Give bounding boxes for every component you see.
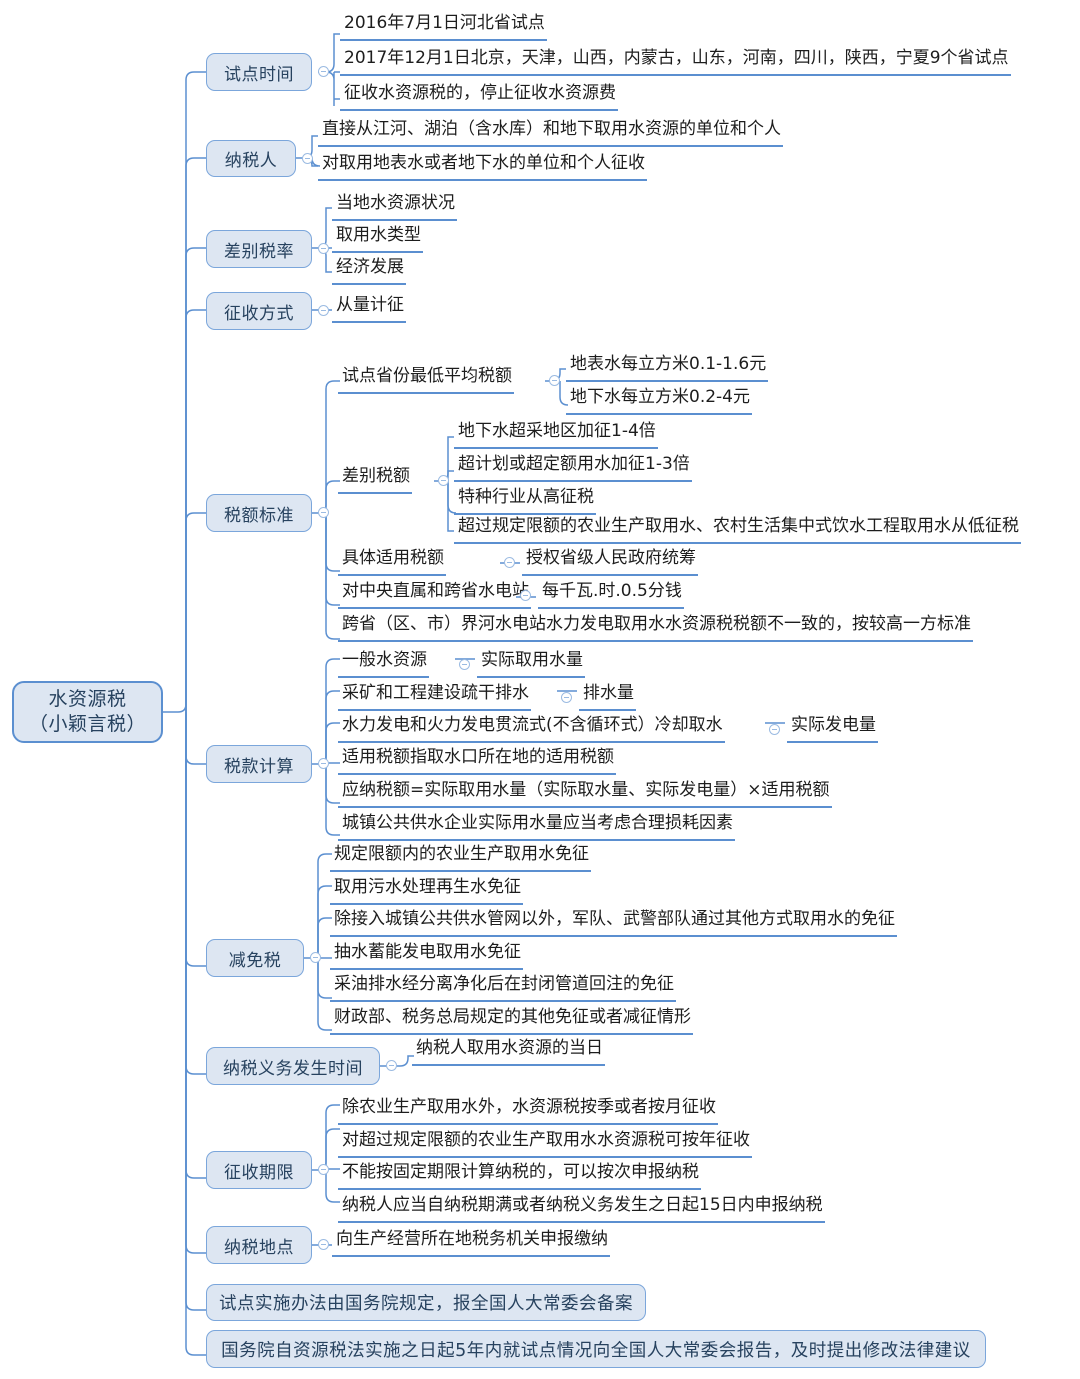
leaf-tax-std-0-1[interactable]: 地下水每立方米0.2-4元 (566, 384, 752, 415)
leaf-tax-std-1[interactable]: 差别税额 (338, 463, 412, 494)
leaf-differential-rate-0[interactable]: 当地水资源状况 (332, 190, 457, 221)
leaf-pilot-time-0[interactable]: 2016年7月1日河北省试点 (340, 10, 547, 41)
branch-tax-calculation[interactable]: 税款计算 (206, 745, 312, 783)
toggle-differential-rate[interactable] (318, 243, 329, 254)
leaf-tax-calc-5[interactable]: 城镇公共供水企业实际用水量应当考虑合理损耗因素 (338, 810, 735, 841)
leaf-tax-std-4[interactable]: 跨省（区、市）界河水电站水力发电取用水水资源税税额不一致的，按较高一方标准 (338, 611, 973, 642)
leaf-tax-red-1[interactable]: 取用污水处理再生水免征 (330, 874, 523, 905)
leaf-coll-period-1[interactable]: 对超过规定限额的农业生产取用水水资源税可按年征收 (338, 1127, 752, 1158)
branch-collection-method[interactable]: 征收方式 (206, 292, 312, 330)
leaf-differential-rate-1[interactable]: 取用水类型 (332, 222, 423, 253)
leaf-coll-period-2[interactable]: 不能按固定期限计算纳税的，可以按次申报纳税 (338, 1159, 701, 1190)
toggle-tax-std-3[interactable] (520, 590, 531, 601)
leaf-taxpayer-0[interactable]: 直接从江河、湖泊（含水库）和地下取用水资源的单位和个人 (318, 116, 783, 147)
leaf-tax-red-0[interactable]: 规定限额内的农业生产取用水免征 (330, 841, 591, 872)
leaf-tax-calc-0-0[interactable]: 实际取用水量 (477, 647, 585, 678)
leaf-pilot-time-1[interactable]: 2017年12月1日北京，天津，山西，内蒙古，山东，河南，四川，陕西，宁夏9个省… (340, 45, 1011, 76)
leaf-tax-std-0-0[interactable]: 地表水每立方米0.1-1.6元 (566, 351, 769, 382)
leaf-tax-calc-1-0[interactable]: 排水量 (579, 680, 636, 711)
leaf-tax-calc-3[interactable]: 适用税额指取水口所在地的适用税额 (338, 744, 616, 775)
toggle-tax-std-2[interactable] (504, 557, 515, 568)
branch-tax-amount-standard[interactable]: 税额标准 (206, 494, 312, 532)
leaf-pilot-time-2[interactable]: 征收水资源税的，停止征收水资源费 (340, 80, 618, 111)
leaf-tax-std-3-0[interactable]: 每千瓦.时.0.5分钱 (538, 578, 684, 609)
toggle-tax-std-1[interactable] (438, 475, 449, 486)
toggle-pilot-time[interactable] (318, 66, 329, 77)
leaf-tax-std-2[interactable]: 具体适用税额 (338, 545, 446, 576)
toggle-tax-calc-1[interactable] (561, 692, 572, 703)
leaf-tax-calc-1[interactable]: 采矿和工程建设疏干排水 (338, 680, 531, 711)
leaf-tax-std-0[interactable]: 试点省份最低平均税额 (338, 363, 514, 394)
toggle-tax-std-0[interactable] (549, 375, 560, 386)
leaf-tax-std-1-2[interactable]: 特种行业从高征税 (454, 484, 596, 515)
leaf-tax-place-0[interactable]: 向生产经营所在地税务机关申报缴纳 (332, 1226, 610, 1257)
leaf-coll-period-3[interactable]: 纳税人应当自纳税期满或者纳税义务发生之日起15日内申报纳税 (338, 1192, 825, 1223)
leaf-tax-obl-0[interactable]: 纳税人取用水资源的当日 (412, 1035, 605, 1066)
toggle-tax-reduction[interactable] (310, 952, 321, 963)
branch-state-council-report[interactable]: 国务院自资源税法实施之日起5年内就试点情况向全国人大常委会报告，及时提出修改法律… (206, 1330, 986, 1368)
toggle-collection-period[interactable] (318, 1164, 329, 1175)
leaf-tax-std-1-0[interactable]: 地下水超采地区加征1-4倍 (454, 418, 658, 449)
branch-tax-place[interactable]: 纳税地点 (206, 1226, 312, 1264)
leaf-tax-red-5[interactable]: 财政部、税务总局规定的其他免征或者减征情形 (330, 1004, 693, 1035)
leaf-tax-std-1-1[interactable]: 超计划或超定额用水加征1-3倍 (454, 451, 692, 482)
leaf-tax-calc-2-0[interactable]: 实际发电量 (787, 712, 878, 743)
toggle-tax-calc-2[interactable] (769, 724, 780, 735)
branch-tax-reduction[interactable]: 减免税 (206, 939, 304, 977)
toggle-taxpayer[interactable] (302, 153, 313, 164)
leaf-collection-method-0[interactable]: 从量计征 (332, 292, 406, 323)
toggle-tax-calc-0[interactable] (459, 659, 470, 670)
branch-pilot-time[interactable]: 试点时间 (206, 53, 312, 91)
leaf-tax-red-4[interactable]: 采油排水经分离净化后在封闭管道回注的免征 (330, 971, 676, 1002)
toggle-tax-amount-standard[interactable] (318, 507, 329, 518)
branch-collection-period[interactable]: 征收期限 (206, 1151, 312, 1189)
root-node[interactable]: 水资源税 （小颖言税） (12, 681, 163, 743)
leaf-coll-period-0[interactable]: 除农业生产取用水外，水资源税按季或者按月征收 (338, 1094, 718, 1125)
branch-tax-obligation-time[interactable]: 纳税义务发生时间 (206, 1047, 380, 1085)
branch-pilot-measures[interactable]: 试点实施办法由国务院规定，报全国人大常委会备案 (206, 1284, 646, 1321)
leaf-tax-red-2[interactable]: 除接入城镇公共供水管网以外，军队、武警部队通过其他方式取用水的免征 (330, 906, 897, 937)
toggle-tax-calculation[interactable] (318, 758, 329, 769)
toggle-tax-place[interactable] (318, 1239, 329, 1250)
leaf-tax-red-3[interactable]: 抽水蓄能发电取用水免征 (330, 939, 523, 970)
leaf-taxpayer-1[interactable]: 对取用地表水或者地下水的单位和个人征收 (318, 150, 647, 181)
leaf-tax-std-1-3[interactable]: 超过规定限额的农业生产取用水、农村生活集中式饮水工程取用水从低征税 (454, 513, 1021, 544)
leaf-tax-calc-0[interactable]: 一般水资源 (338, 647, 429, 678)
leaf-tax-std-2-0[interactable]: 授权省级人民政府统筹 (522, 545, 698, 576)
leaf-tax-std-3[interactable]: 对中央直属和跨省水电站 (338, 578, 531, 609)
toggle-collection-method[interactable] (318, 305, 329, 316)
toggle-tax-obligation-time[interactable] (386, 1060, 397, 1071)
leaf-differential-rate-2[interactable]: 经济发展 (332, 254, 406, 285)
leaf-tax-calc-2[interactable]: 水力发电和火力发电贯流式(不含循环式）冷却取水 (338, 712, 725, 743)
branch-differential-rate[interactable]: 差别税率 (206, 230, 312, 268)
branch-taxpayer[interactable]: 纳税人 (206, 140, 296, 177)
leaf-tax-calc-4[interactable]: 应纳税额=实际取用水量（实际取水量、实际发电量）×适用税额 (338, 777, 832, 808)
